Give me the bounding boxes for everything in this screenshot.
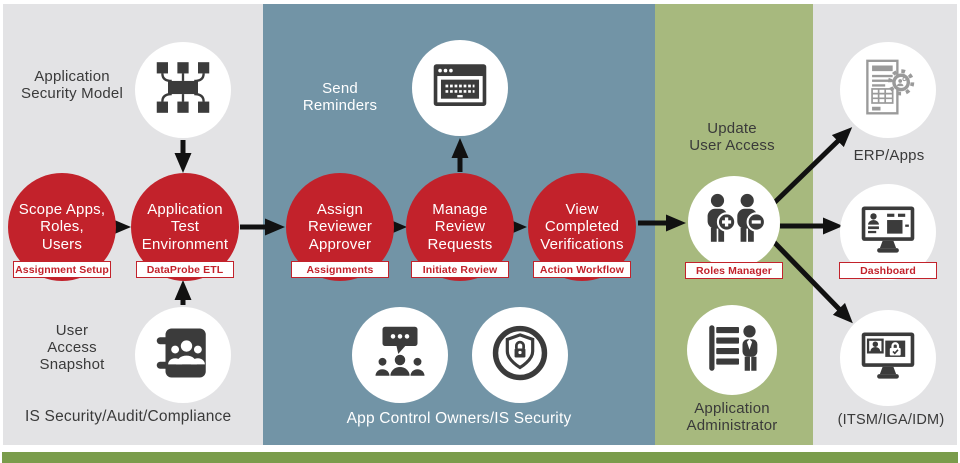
step-label: View Completed Verifications — [540, 200, 624, 253]
step-label: Scope Apps, Roles, Users — [18, 200, 106, 253]
dashboard-badge: Dashboard — [839, 262, 937, 279]
address-book-users-icon — [155, 325, 211, 386]
erp-apps-node — [840, 42, 936, 138]
group-chat-icon — [372, 325, 428, 386]
assignment-setup-badge: Assignment Setup — [13, 261, 111, 278]
dashboard-node — [840, 184, 936, 280]
application-administrator-label: Application Administrator — [686, 400, 778, 435]
action-workflow-badge: Action Workflow — [533, 261, 631, 278]
assignments-badge: Assignments — [291, 261, 389, 278]
org-network-diagram-icon — [153, 60, 213, 120]
step-label: Application Test Environment — [141, 200, 229, 253]
initiate-review-badge: Initiate Review — [411, 261, 509, 278]
security-node — [472, 307, 568, 403]
document-gear-icon — [858, 58, 918, 123]
security-model-label: Application Security Model — [20, 68, 123, 103]
monitor-lock-check-icon — [859, 327, 917, 390]
itsm-node — [840, 310, 936, 406]
dataprobe-etl-badge: DataProbe ETL — [136, 261, 234, 278]
user-access-snapshot-node — [135, 307, 231, 403]
monitor-profile-icon — [859, 201, 917, 264]
bottom-accent-bar — [2, 452, 958, 463]
discussion-node — [352, 307, 448, 403]
browser-window-form-icon — [431, 57, 489, 120]
send-reminders-node — [412, 40, 508, 136]
middle-footer-label: App Control Owners/IS Security — [346, 410, 572, 427]
left-footer-label: IS Security/Audit/Compliance — [25, 408, 232, 425]
shield-lock-icon — [491, 324, 549, 387]
list-person-icon — [704, 320, 760, 381]
step-label: Assign Reviewer Approver — [307, 200, 373, 253]
application-administrator-node — [687, 305, 777, 395]
itsm-label: (ITSM/IGA/IDM) — [837, 412, 945, 428]
roles-manager-node — [688, 176, 780, 268]
security-model-node — [135, 42, 231, 138]
roles-manager-badge: Roles Manager — [685, 262, 783, 279]
update-user-access-label: Update User Access — [689, 120, 775, 155]
add-remove-users-icon — [701, 193, 767, 251]
step-label: Manage Review Requests — [427, 200, 493, 253]
user-access-snapshot-label: User Access Snapshot — [39, 322, 105, 374]
send-reminders-label: Send Reminders — [302, 80, 378, 115]
erp-apps-label: ERP/Apps — [853, 147, 925, 164]
